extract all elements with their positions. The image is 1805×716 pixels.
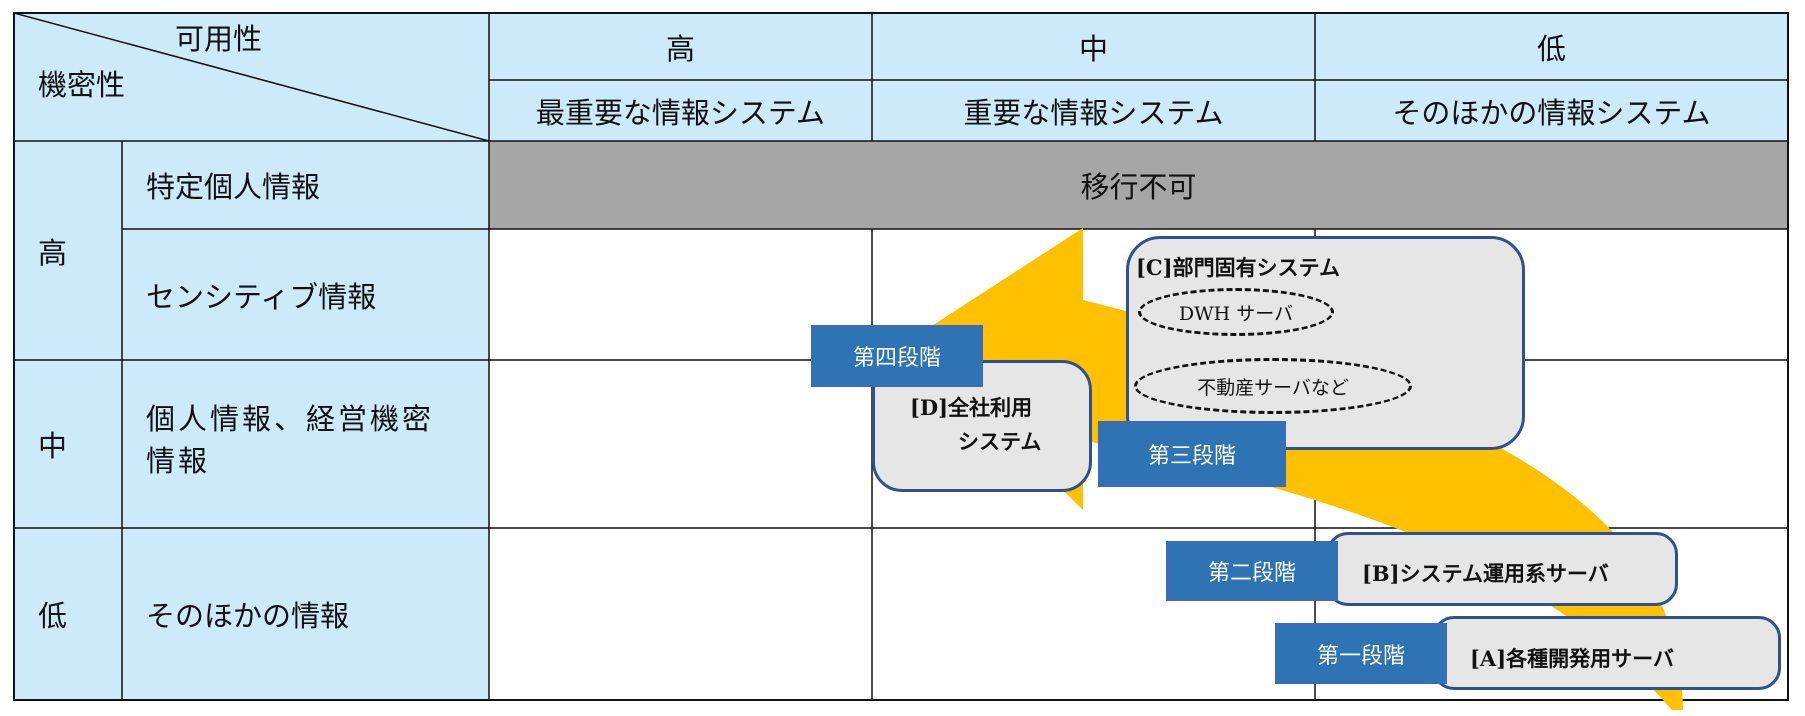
confidentiality-axis-label: 機密性 <box>38 68 126 102</box>
row-sensitive-info: センシティブ情報 <box>122 229 489 360</box>
corner-diagonal-line <box>14 13 489 141</box>
dwh-server-ellipse: DWH サーバ <box>1138 288 1334 336</box>
confidentiality-mid-label: 中 <box>14 360 122 528</box>
row-other-info: そのほかの情報 <box>122 528 489 700</box>
real-estate-server-ellipse: 不動産サーバなど <box>1134 358 1412 414</box>
system-b-box <box>1326 532 1678 606</box>
migration-arrow-shape <box>910 228 1683 710</box>
system-a-title: [A]各種開発用サーバ <box>1470 646 1674 671</box>
stage-2-label: 第二段階 <box>1166 541 1338 601</box>
availability-mid-header: 中 <box>872 13 1315 80</box>
stage-3-label: 第三段階 <box>1098 421 1286 487</box>
row-specific-personal-info: 特定個人情報 <box>122 141 489 229</box>
availability-high-header: 高 <box>489 13 872 80</box>
confidentiality-high-label: 高 <box>14 141 122 360</box>
not-migratable-band: 移行不可 <box>489 141 1788 229</box>
availability-high-desc: 最重要な情報システム <box>489 80 872 141</box>
confidentiality-low-label: 低 <box>14 528 122 700</box>
system-b-title: [B]システム運用系サーバ <box>1362 561 1609 586</box>
stage-4-label: 第四段階 <box>811 325 983 387</box>
availability-mid-desc: 重要な情報システム <box>872 80 1315 141</box>
availability-low-desc: そのほかの情報システム <box>1315 80 1788 141</box>
stage-1-label: 第一段階 <box>1275 623 1447 684</box>
row-personal-business-secret: 個人情報、経営機密 情報 <box>122 360 489 528</box>
system-d-title-line1: [D]全社利用 <box>910 395 1033 420</box>
system-c-box <box>1126 236 1525 450</box>
system-a-box <box>1432 616 1781 690</box>
availability-axis-label: 可用性 <box>175 22 263 56</box>
system-c-title: [C]部門固有システム <box>1136 255 1340 280</box>
system-d-title-line2: システム <box>958 429 1042 454</box>
availability-low-header: 低 <box>1315 13 1788 80</box>
